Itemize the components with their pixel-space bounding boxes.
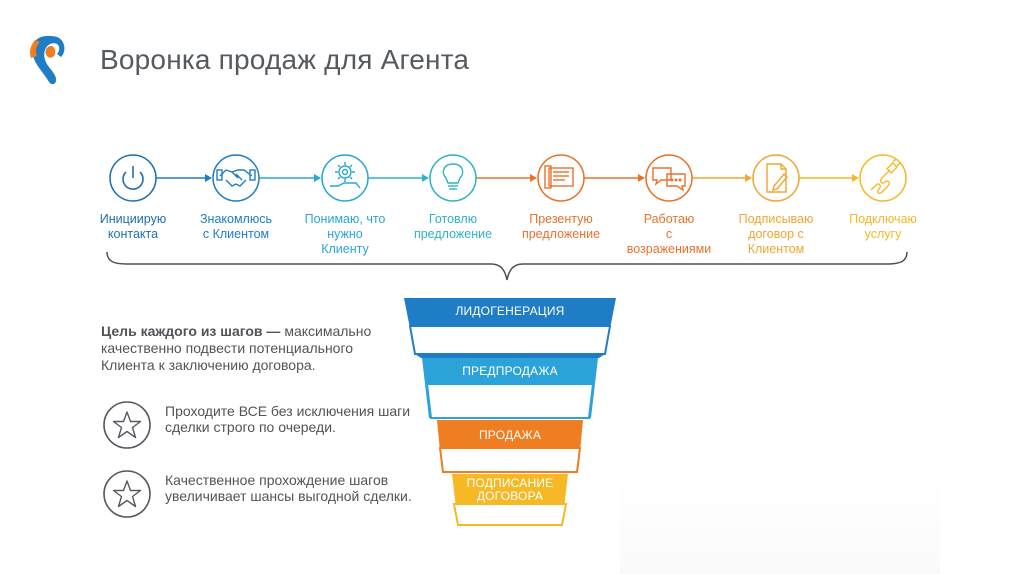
chat-bubbles-icon xyxy=(652,167,686,192)
funnel-stage-3 xyxy=(437,420,583,473)
step-label-5: Презентую предложение xyxy=(521,212,601,241)
step-label-8: Подключаю услугу xyxy=(849,212,917,241)
step-label-7: Подписываю договор с Клиентом xyxy=(738,212,814,256)
step-5 xyxy=(537,154,585,202)
cable-plug-icon xyxy=(870,158,901,194)
step-3 xyxy=(321,154,369,202)
step-2 xyxy=(212,154,260,202)
step-label-6: Работаю с возражениями xyxy=(626,212,712,256)
funnel-stage-1 xyxy=(404,298,616,358)
bullet-2-text: Качественное прохождение шагов увеличива… xyxy=(165,472,412,504)
gear-hand-icon xyxy=(330,162,361,189)
step-4 xyxy=(429,154,477,202)
step-6 xyxy=(645,154,693,202)
step-1 xyxy=(109,154,157,202)
bullet-1-text: Проходите ВСЕ без исключения шаги сделки… xyxy=(165,403,411,435)
presentation-icon xyxy=(544,165,574,189)
lightbulb-icon xyxy=(442,163,464,190)
funnel-label-1: ЛИДОГЕНЕРАЦИЯ xyxy=(455,304,565,318)
funnel-stage-2 xyxy=(422,358,598,419)
goal-text: Цель каждого из шагов — максимально каче… xyxy=(101,323,401,374)
document-sign-icon xyxy=(766,163,788,193)
funnel-label-3: ПРОДАЖА xyxy=(478,428,542,442)
step-label-2: Знакомлюсь с Клиентом xyxy=(200,212,272,241)
step-label-4: Готовлю предложение xyxy=(413,212,493,241)
connector-arrowhead xyxy=(852,174,859,182)
funnel-stage-4 xyxy=(452,474,568,526)
step-7 xyxy=(752,154,800,202)
goal-bold: Цель каждого из шагов — xyxy=(101,323,281,339)
goal-body: максимально качественно подвести потенци… xyxy=(101,323,372,373)
handshake-icon xyxy=(216,169,256,187)
bullet-2: Качественное прохождение шагов увеличива… xyxy=(102,469,412,529)
page-title: Воронка продаж для Агента xyxy=(100,44,470,75)
bullet-1: Проходите ВСЕ без исключения шаги сделки… xyxy=(102,400,412,460)
connector-arrowhead xyxy=(314,174,321,182)
star-icon xyxy=(103,401,151,449)
step-label-3: Понимаю, что нужно Клиенту xyxy=(304,212,386,256)
step-8 xyxy=(859,154,907,202)
curly-brace xyxy=(106,251,908,281)
connector-arrowhead xyxy=(745,174,752,182)
process-steps xyxy=(109,154,907,202)
star-icon xyxy=(103,470,151,518)
funnel-label-2: ПРЕДПРОДАЖА xyxy=(462,364,558,378)
funnel-label-4: ПОДПИСАНИЕ ДОГОВОРА xyxy=(466,476,554,503)
connector-arrowhead xyxy=(422,174,429,182)
power-icon xyxy=(122,166,144,190)
company-logo xyxy=(30,36,65,85)
background-shade xyxy=(620,480,940,574)
connector-arrowhead xyxy=(638,174,645,182)
step-label-1: Инициирую контакта xyxy=(99,212,167,241)
connector-arrowhead xyxy=(205,174,212,182)
sales-funnel xyxy=(404,298,616,526)
connector-arrowhead xyxy=(530,174,537,182)
